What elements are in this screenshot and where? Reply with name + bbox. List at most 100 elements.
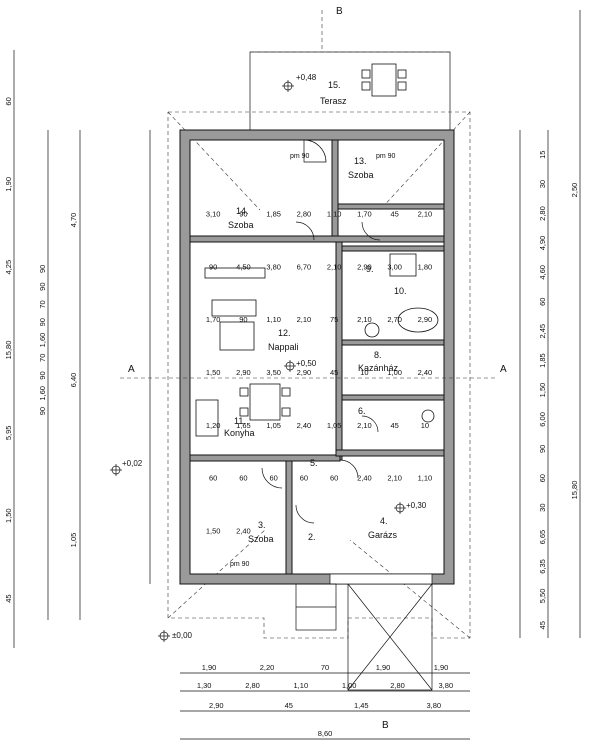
dim-interior-label: 1,20 bbox=[206, 421, 221, 430]
dim-bottom-label: 2,80 bbox=[245, 681, 260, 690]
dim-interior-label: 2,40 bbox=[236, 527, 251, 536]
bathtub-icon bbox=[397, 307, 439, 333]
dim-interior-label: 45 bbox=[390, 421, 398, 430]
level-garage: +0,30 bbox=[406, 501, 427, 510]
room-12-name: Nappali bbox=[268, 342, 299, 352]
shower-icon bbox=[389, 253, 417, 277]
room-12-number: 12. bbox=[278, 328, 291, 338]
dim-interior-label: 2,90 bbox=[418, 315, 433, 324]
dim-left-inner-label: 4,70 bbox=[69, 213, 78, 228]
dim-interior-label: 90 bbox=[239, 315, 247, 324]
section-mark-b-bottom: B bbox=[382, 720, 389, 731]
dim-bottom-label: 1,90 bbox=[376, 663, 391, 672]
dim-right-inner-label: 90 bbox=[538, 445, 547, 453]
dim-interior-label: 2,10 bbox=[357, 421, 372, 430]
room-3-name: Szoba bbox=[248, 534, 274, 544]
room-4-number: 4. bbox=[380, 516, 388, 526]
dim-left-outer-label: 45 bbox=[4, 594, 13, 602]
dim-bottom-label: 70 bbox=[321, 663, 329, 672]
section-mark-b-top: B bbox=[336, 6, 343, 17]
dim-interior-label: 1,65 bbox=[236, 421, 251, 430]
toilet-icon bbox=[364, 322, 380, 338]
room-11-name: Konyha bbox=[224, 428, 255, 438]
dim-interior-label: 2,10 bbox=[297, 315, 312, 324]
dim-left-outer-label: 5,95 bbox=[4, 426, 13, 441]
dim-interior-label: 1,10 bbox=[327, 209, 342, 218]
door-room-13 bbox=[303, 139, 327, 163]
dim-interior-label: 90 bbox=[239, 209, 247, 218]
dim-interior-label: 2,40 bbox=[297, 421, 312, 430]
dim-bottom-label: 8,60 bbox=[318, 729, 333, 738]
window-label-room-13: pm 90 bbox=[376, 153, 396, 160]
dim-bottom-label: 1,30 bbox=[197, 681, 212, 690]
dim-right-inner-label: 1,85 bbox=[538, 353, 547, 368]
dim-left-window-label: 70 bbox=[38, 300, 47, 308]
dim-bottom-label: 45 bbox=[285, 701, 293, 710]
dim-bottom-label: 1,45 bbox=[354, 701, 369, 710]
dim-interior-label: 1,10 bbox=[418, 474, 433, 483]
dim-left-inner-label: 6,40 bbox=[69, 373, 78, 388]
dim-right-inner-label: 2,45 bbox=[538, 324, 547, 339]
dim-interior-label: 45 bbox=[330, 368, 338, 377]
room-8-number: 8. bbox=[374, 350, 382, 360]
room-2-number: 2. bbox=[308, 532, 316, 542]
dim-left-window-label: 90 bbox=[38, 318, 47, 326]
dim-right-inner-label: 1,50 bbox=[538, 383, 547, 398]
dim-bottom-label: 1,90 bbox=[202, 663, 217, 672]
dining-table-icon bbox=[239, 383, 291, 421]
dim-bottom-label: 2,80 bbox=[390, 681, 405, 690]
kitchen-counter bbox=[195, 399, 219, 437]
dim-interior-label: 2,80 bbox=[297, 209, 312, 218]
room-9-number: 9. bbox=[366, 264, 374, 274]
dim-interior-label: 10 bbox=[360, 368, 368, 377]
dim-right-inner-label: 6,00 bbox=[538, 412, 547, 427]
dim-right-inner-label: 60 bbox=[538, 298, 547, 306]
dim-interior-label: 2,90 bbox=[357, 262, 372, 271]
level-outside: +0,02 bbox=[122, 459, 143, 468]
dim-interior-label: 45 bbox=[390, 209, 398, 218]
room-11-number: 11. bbox=[234, 416, 246, 426]
dim-bottom-label: 1,00 bbox=[342, 681, 357, 690]
outer-walls bbox=[179, 129, 455, 585]
dim-interior-label: 1,00 bbox=[387, 368, 402, 377]
room-8-name: Kazánház bbox=[358, 363, 399, 373]
terrace-outline bbox=[249, 51, 451, 131]
dim-interior-label: 2,70 bbox=[387, 315, 402, 324]
dim-interior-label: 1,70 bbox=[206, 315, 221, 324]
dim-bottom-label: 1,10 bbox=[294, 681, 309, 690]
dim-right-inner-label: 30 bbox=[538, 180, 547, 188]
room-14-name: Szoba bbox=[228, 220, 254, 230]
dim-right-inner-label: 4,60 bbox=[538, 265, 547, 280]
dim-interior-label: 2,10 bbox=[387, 474, 402, 483]
dim-interior-label: 3,50 bbox=[266, 368, 281, 377]
dim-right-inner-label: 5,50 bbox=[538, 589, 547, 604]
dim-interior-label: 90 bbox=[209, 262, 217, 271]
dim-left-outer-label: 1,90 bbox=[4, 177, 13, 192]
dim-right-inner-label: 2,80 bbox=[538, 206, 547, 221]
dim-interior-label: 60 bbox=[239, 474, 247, 483]
dim-interior-label: 1,85 bbox=[266, 209, 281, 218]
dim-interior-label: 60 bbox=[269, 474, 277, 483]
dim-left-inner-label: 1,05 bbox=[69, 533, 78, 548]
dim-interior-label: 1,05 bbox=[266, 421, 281, 430]
level-living: +0,50 bbox=[296, 359, 317, 368]
dim-left-outer-label: 15,80 bbox=[4, 341, 13, 360]
dim-right-outer-label: 15,80 bbox=[570, 481, 579, 500]
room-5-number: 5. bbox=[310, 458, 318, 468]
room-10-number: 10. bbox=[394, 286, 407, 296]
dim-interior-label: 1,70 bbox=[357, 209, 372, 218]
dims-left-inner: 4,70 6,40 1,05 bbox=[69, 213, 78, 548]
door-room-14 bbox=[295, 221, 315, 241]
washbasin-icon bbox=[421, 409, 435, 423]
level-terrace: +0,48 bbox=[296, 73, 317, 82]
dim-left-window-label: 1,60 bbox=[38, 333, 47, 348]
window-label-room-14: pm 90 bbox=[290, 153, 310, 160]
dim-bottom-label: 3,80 bbox=[439, 681, 454, 690]
dim-left-window-label: 1,60 bbox=[38, 386, 47, 401]
dim-right-inner-label: 6,35 bbox=[538, 559, 547, 574]
dim-interior-label: 2,40 bbox=[357, 474, 372, 483]
dim-interior-label: 2,90 bbox=[297, 368, 312, 377]
terrace-table-icon bbox=[361, 63, 407, 97]
dim-interior-label: 2,90 bbox=[236, 368, 251, 377]
room-13-name: Szoba bbox=[348, 170, 374, 180]
